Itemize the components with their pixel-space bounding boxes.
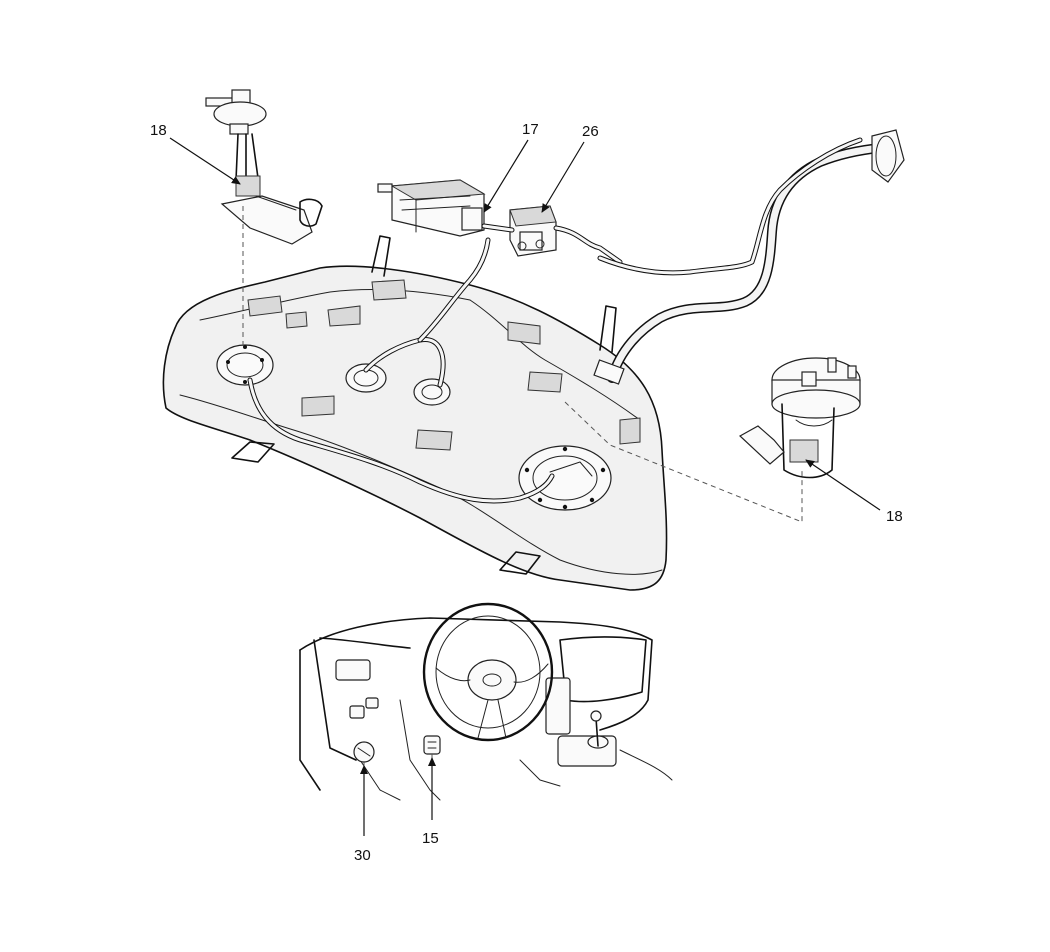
fuel-pump-right [738,357,861,479]
canister [377,179,486,237]
callout-15: 15 [422,757,439,847]
callout-26-label: 26 [582,123,599,140]
dash-part-15-icon [423,735,441,755]
guide-line-right [564,401,803,523]
filler-neck [593,129,905,385]
tank-opening-right [518,445,612,511]
dash-part-30-icon [353,741,375,763]
steering-wheel [422,602,554,742]
fuel-pump-left [205,89,323,245]
callout-18-left-label: 18 [150,122,167,139]
canister-close-valve [509,205,557,257]
callout-26: 26 [541,123,599,213]
callout-17-label: 17 [522,121,539,138]
callout-18-right: 18 [805,459,903,525]
callout-17: 17 [483,121,539,213]
callout-18-left: 18 [150,122,241,185]
dashboard [299,602,673,801]
callout-15-label: 15 [422,830,439,847]
callout-18-right-label: 18 [886,508,903,525]
tank-opening-left [216,344,274,386]
callout-30-label: 30 [354,847,371,864]
fuel-tank [162,235,668,591]
callout-30: 30 [354,765,371,864]
